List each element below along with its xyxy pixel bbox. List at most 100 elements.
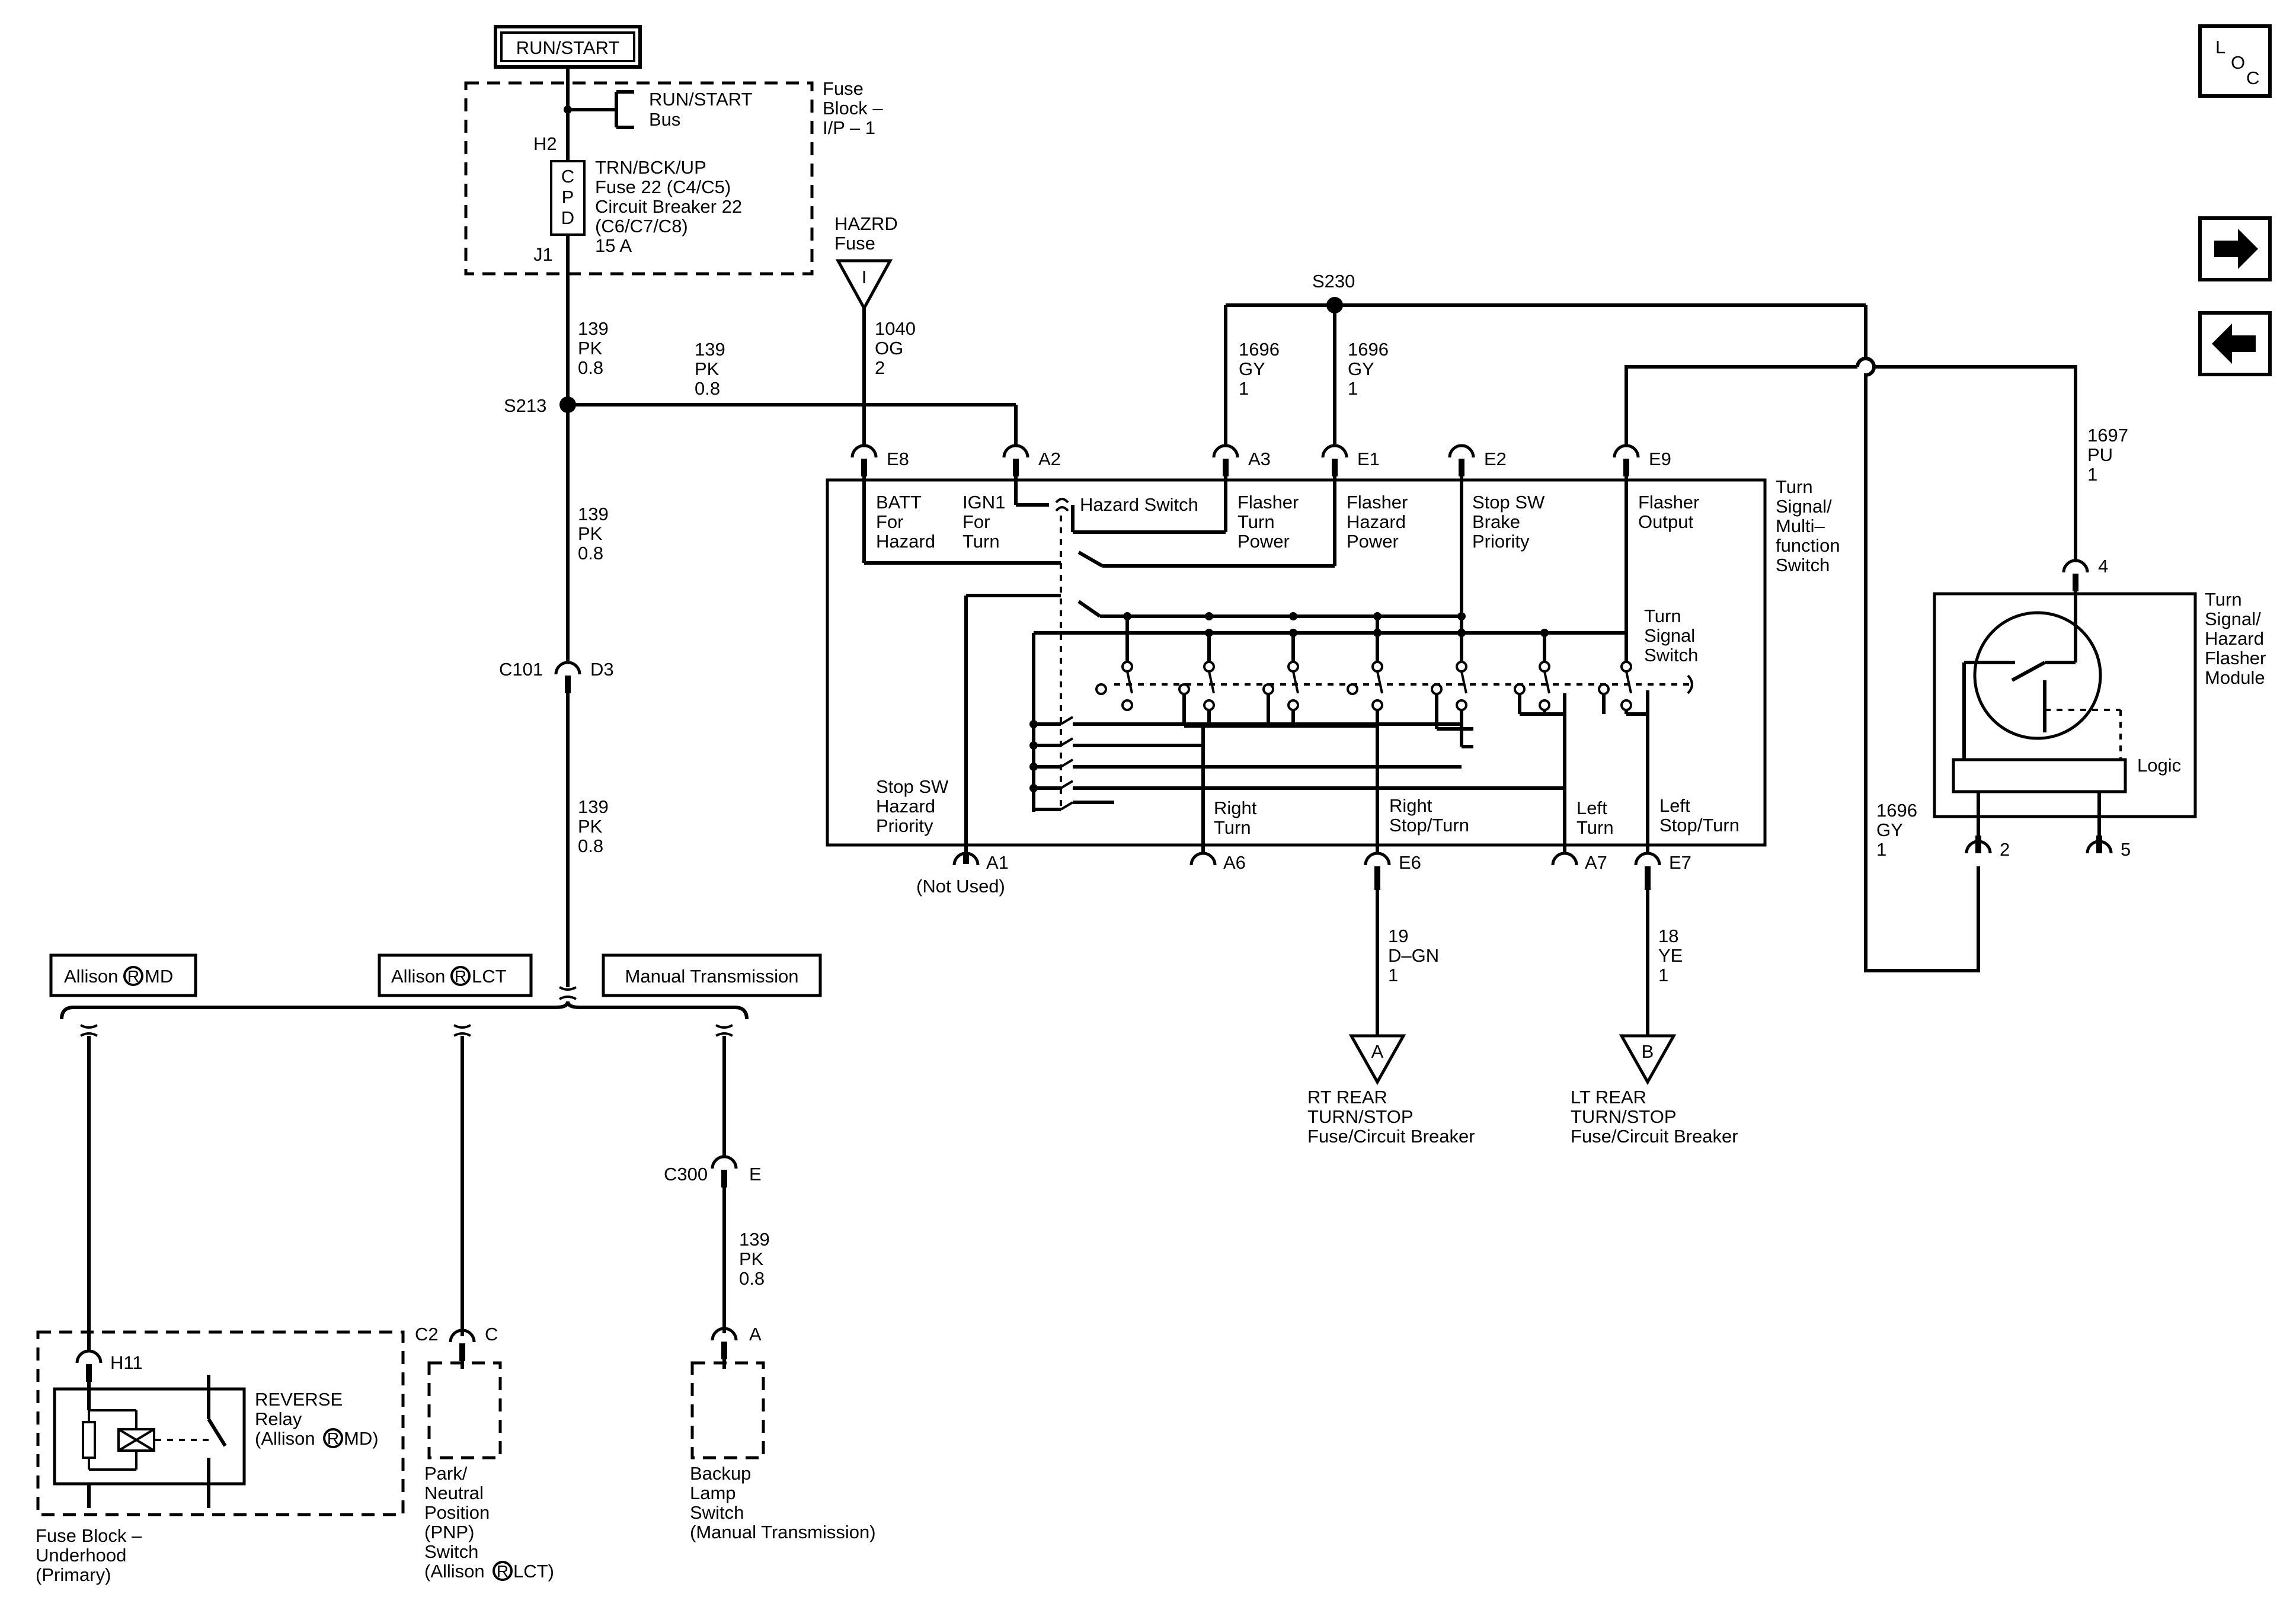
loc-icon[interactable]: L O C <box>2198 24 2272 98</box>
svg-text:YE: YE <box>1658 945 1683 966</box>
wire-1697: 1697 PU 1 <box>2087 425 2128 485</box>
svg-text:I/P – 1: I/P – 1 <box>823 117 875 138</box>
wire-1696-a: 1696 GY 1 <box>1239 339 1280 399</box>
svg-text:Right: Right <box>1389 795 1432 816</box>
arrow-right-icon[interactable] <box>2198 216 2272 281</box>
svg-text:Allison: Allison <box>391 966 445 987</box>
svg-text:PK: PK <box>739 1249 764 1269</box>
svg-text:(Manual Transmission): (Manual Transmission) <box>690 1522 876 1542</box>
svg-text:139: 139 <box>578 504 609 524</box>
svg-text:1: 1 <box>1388 965 1398 985</box>
svg-text:1696: 1696 <box>1876 800 1917 821</box>
option-allison-lct: Allison R LCT <box>378 953 533 997</box>
svg-text:Signal/: Signal/ <box>1776 496 1832 517</box>
svg-text:Switch: Switch <box>1644 645 1698 665</box>
svg-text:E7: E7 <box>1669 852 1691 873</box>
pnp-switch: Park/ Neutral Position (PNP) Switch (All… <box>424 1361 554 1582</box>
svg-text:Position: Position <box>424 1502 490 1523</box>
svg-text:Turn: Turn <box>962 531 1000 552</box>
wire-139-b: 139 PK 0.8 <box>695 339 725 399</box>
svg-text:Hazard: Hazard <box>1347 511 1406 532</box>
connector-c2: C2 C <box>415 1324 498 1361</box>
svg-text:I: I <box>862 267 867 287</box>
svg-text:Fuse 22 (C4/C5): Fuse 22 (C4/C5) <box>595 177 731 197</box>
svg-text:Neutral: Neutral <box>424 1483 484 1503</box>
svg-text:1: 1 <box>1658 965 1668 985</box>
pin-2: 2 <box>1965 836 2010 860</box>
svg-text:Allison: Allison <box>64 966 118 987</box>
svg-text:0.8: 0.8 <box>578 357 603 378</box>
svg-text:TRN/BCK/UP: TRN/BCK/UP <box>595 157 706 178</box>
svg-text:Signal: Signal <box>1644 625 1695 646</box>
svg-text:For: For <box>962 511 990 532</box>
svg-text:Turn: Turn <box>1776 476 1813 497</box>
svg-text:L: L <box>2215 37 2225 57</box>
svg-text:H11: H11 <box>110 1352 143 1373</box>
run-start-header: RUN/START <box>494 25 642 69</box>
wire-139-e: 139 PK 0.8 <box>739 1229 770 1289</box>
svg-text:Fuse/Circuit Breaker: Fuse/Circuit Breaker <box>1307 1126 1475 1147</box>
lt-rear-turn-stop-fuse: B LT REAR TURN/STOP Fuse/Circuit Breaker <box>1571 1034 1738 1147</box>
svg-text:Hazard Switch: Hazard Switch <box>1080 494 1198 515</box>
svg-text:Brake: Brake <box>1472 511 1520 532</box>
svg-text:A: A <box>749 1324 762 1345</box>
svg-text:For: For <box>876 511 904 532</box>
svg-text:Park/: Park/ <box>424 1463 468 1484</box>
svg-text:LT REAR: LT REAR <box>1571 1087 1646 1108</box>
svg-text:C2: C2 <box>415 1324 439 1345</box>
connector-c300: C300 E <box>664 1155 762 1188</box>
svg-text:Fuse: Fuse <box>823 78 864 99</box>
wire-1696-b: 1696 GY 1 <box>1348 339 1389 399</box>
svg-text:139: 139 <box>695 339 725 360</box>
svg-text:BATT: BATT <box>876 492 922 513</box>
svg-text:A3: A3 <box>1248 449 1271 469</box>
svg-text:E6: E6 <box>1399 852 1421 873</box>
svg-text:Left: Left <box>1659 795 1690 816</box>
svg-text:1040: 1040 <box>875 318 916 339</box>
svg-text:RUN/START: RUN/START <box>516 37 620 58</box>
svg-text:C101: C101 <box>499 659 543 680</box>
svg-text:Turn: Turn <box>1644 606 1681 626</box>
pin-4: 4 <box>2062 556 2108 591</box>
svg-text:LCT): LCT) <box>513 1561 554 1582</box>
svg-text:MD: MD <box>145 966 173 987</box>
svg-text:139: 139 <box>578 796 609 817</box>
backup-lamp-switch: Backup Lamp Switch (Manual Transmission) <box>690 1359 876 1542</box>
svg-text:Hazard: Hazard <box>876 531 935 552</box>
svg-text:(Allison: (Allison <box>424 1561 485 1582</box>
svg-text:Backup: Backup <box>690 1463 751 1484</box>
svg-text:Hazard: Hazard <box>2205 628 2264 649</box>
svg-text:Signal/: Signal/ <box>2205 609 2261 629</box>
option-manual-transmission: Manual Transmission <box>602 953 822 997</box>
fuse-block-underhood: Fuse Block – Underhood (Primary) <box>36 1330 405 1585</box>
svg-text:OG: OG <box>875 338 903 359</box>
svg-text:5: 5 <box>2121 839 2131 860</box>
arrow-left-icon[interactable] <box>2198 311 2272 376</box>
svg-text:139: 139 <box>578 318 609 339</box>
svg-text:E2: E2 <box>1484 449 1507 469</box>
svg-text:GY: GY <box>1876 820 1903 840</box>
pin-e8: E8 <box>850 444 909 476</box>
svg-text:function: function <box>1776 535 1840 556</box>
svg-text:(Allison: (Allison <box>255 1428 315 1449</box>
svg-text:Turn: Turn <box>2205 589 2242 610</box>
svg-text:(Primary): (Primary) <box>36 1564 111 1585</box>
option-allison-md: Allison R MD <box>49 953 197 997</box>
svg-text:0.8: 0.8 <box>578 543 603 564</box>
svg-text:PK: PK <box>695 359 720 379</box>
svg-text:Hazard: Hazard <box>876 796 935 817</box>
svg-text:Flasher: Flasher <box>1237 492 1299 513</box>
svg-text:E: E <box>749 1164 762 1185</box>
rt-rear-turn-stop-fuse: A RT REAR TURN/STOP Fuse/Circuit Breaker <box>1307 1034 1475 1147</box>
svg-text:Manual Transmission: Manual Transmission <box>625 966 799 987</box>
svg-text:MD): MD) <box>344 1428 379 1449</box>
svg-text:PK: PK <box>578 816 603 837</box>
svg-text:2: 2 <box>875 357 885 378</box>
svg-text:J1: J1 <box>533 244 553 265</box>
svg-text:Switch: Switch <box>1776 555 1830 575</box>
svg-text:1697: 1697 <box>2087 425 2128 446</box>
svg-text:Flasher: Flasher <box>1347 492 1408 513</box>
svg-text:PU: PU <box>2087 444 2113 465</box>
svg-text:R: R <box>327 1429 339 1448</box>
